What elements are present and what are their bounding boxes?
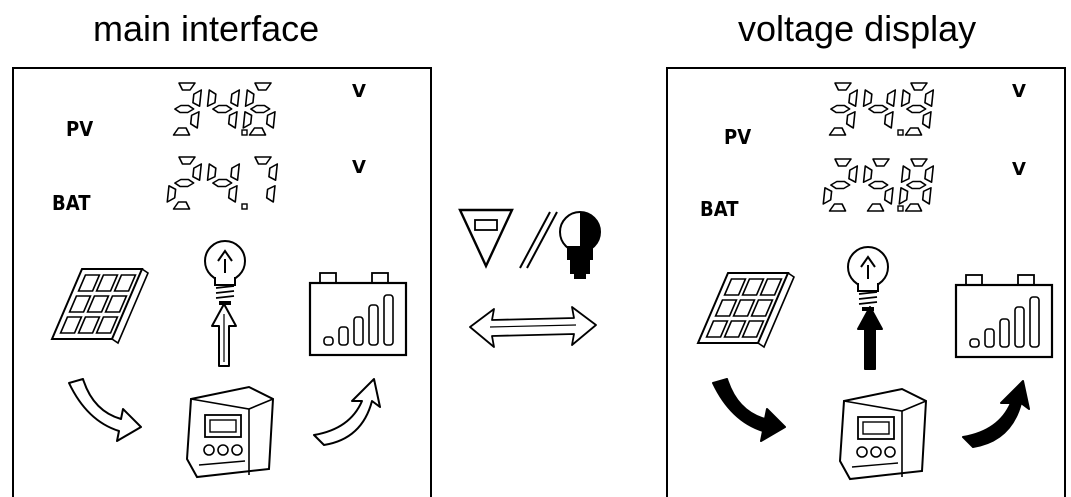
battery-icon	[308, 272, 408, 357]
pv-label: PV	[66, 117, 94, 141]
light-bulb-icon	[204, 240, 246, 305]
main-interface-title: main interface	[93, 8, 320, 49]
digit-5	[862, 158, 894, 212]
curved-arrow-up-icon	[313, 378, 381, 446]
bat-unit: V	[352, 157, 366, 178]
voltage-display-title: voltage display	[738, 8, 977, 49]
voltage-display-graphics	[696, 82, 1054, 481]
digit-4	[206, 89, 241, 129]
decimal-point	[897, 129, 904, 136]
double-arrow-icon	[469, 306, 597, 348]
curved-arrow-down-icon	[712, 378, 786, 442]
voltage-display-panel: PV BAT V V	[666, 67, 1066, 497]
digit-2	[822, 158, 859, 212]
solar-panel-icon	[50, 268, 149, 345]
digit-8	[898, 158, 935, 212]
battery-icon	[954, 274, 1054, 359]
charge-controller-icon	[185, 385, 275, 479]
pv-label: PV	[724, 125, 752, 149]
up-arrow-icon	[857, 306, 883, 370]
solar-panel-icon	[696, 272, 795, 349]
bat-label: BAT	[700, 197, 739, 221]
main-interface-graphics	[50, 82, 408, 479]
curved-arrow-down-icon	[68, 378, 142, 442]
load-mode-toggle-icon	[458, 208, 601, 279]
digit-3	[172, 82, 203, 136]
pv-voltage-readout	[828, 82, 935, 136]
digit-4	[206, 163, 241, 203]
bat-voltage-readout	[166, 156, 279, 210]
pv-unit: V	[352, 81, 366, 102]
bat-unit: V	[1012, 159, 1026, 180]
digit-2	[166, 156, 203, 210]
main-interface-panel: PV BAT V V	[12, 67, 432, 497]
decimal-point	[241, 203, 248, 210]
light-bulb-icon	[847, 246, 889, 311]
charge-controller-icon	[838, 387, 928, 481]
digit-4	[862, 89, 897, 129]
decimal-point	[241, 129, 248, 136]
bat-voltage-readout	[822, 158, 935, 212]
decimal-point	[897, 205, 904, 212]
curved-arrow-up-icon	[962, 380, 1030, 448]
bat-label: BAT	[52, 191, 91, 215]
digit-9	[900, 82, 935, 136]
digit-3	[828, 82, 859, 136]
digit-7	[254, 156, 279, 203]
pv-unit: V	[1012, 81, 1026, 102]
up-arrow-icon	[211, 303, 237, 367]
digit-6	[242, 82, 276, 136]
pv-voltage-readout	[172, 82, 276, 136]
